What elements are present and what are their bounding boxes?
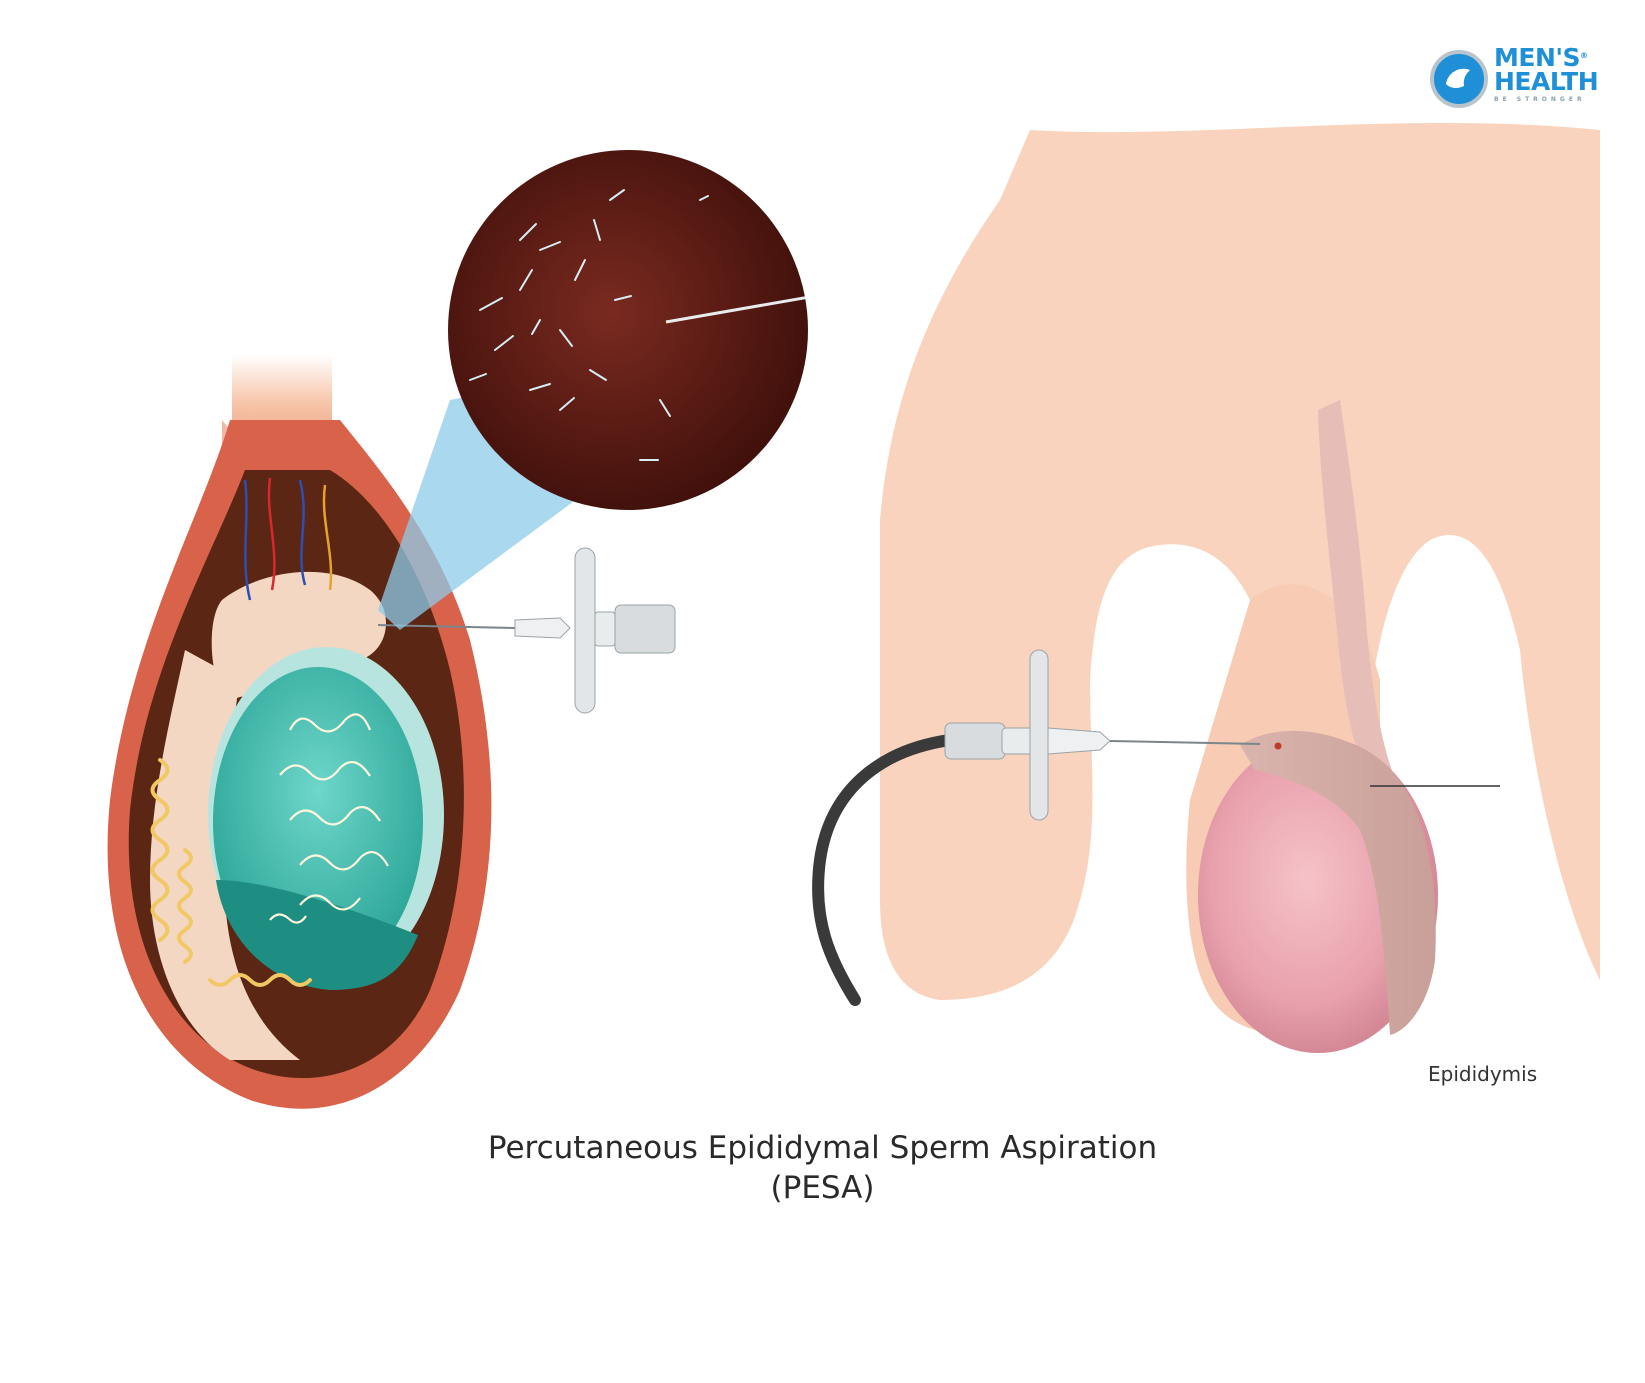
caption-title: Percutaneous Epididymal Sperm Aspiration [0, 1128, 1645, 1168]
mens-health-logo: MEN'S® HEALTH BE STRONGER [1430, 46, 1610, 116]
logo-emblem-icon [1430, 50, 1488, 108]
registered-mark: ® [1580, 51, 1588, 60]
caption-abbrev: (PESA) [0, 1168, 1645, 1208]
zoom-circle [448, 150, 815, 510]
epididymis-label: Epididymis [1428, 1062, 1537, 1086]
figure-caption: Percutaneous Epididymal Sperm Aspiration… [0, 1128, 1645, 1208]
logo-tagline: BE STRONGER [1494, 96, 1598, 104]
logo-line2: HEALTH [1494, 70, 1598, 94]
